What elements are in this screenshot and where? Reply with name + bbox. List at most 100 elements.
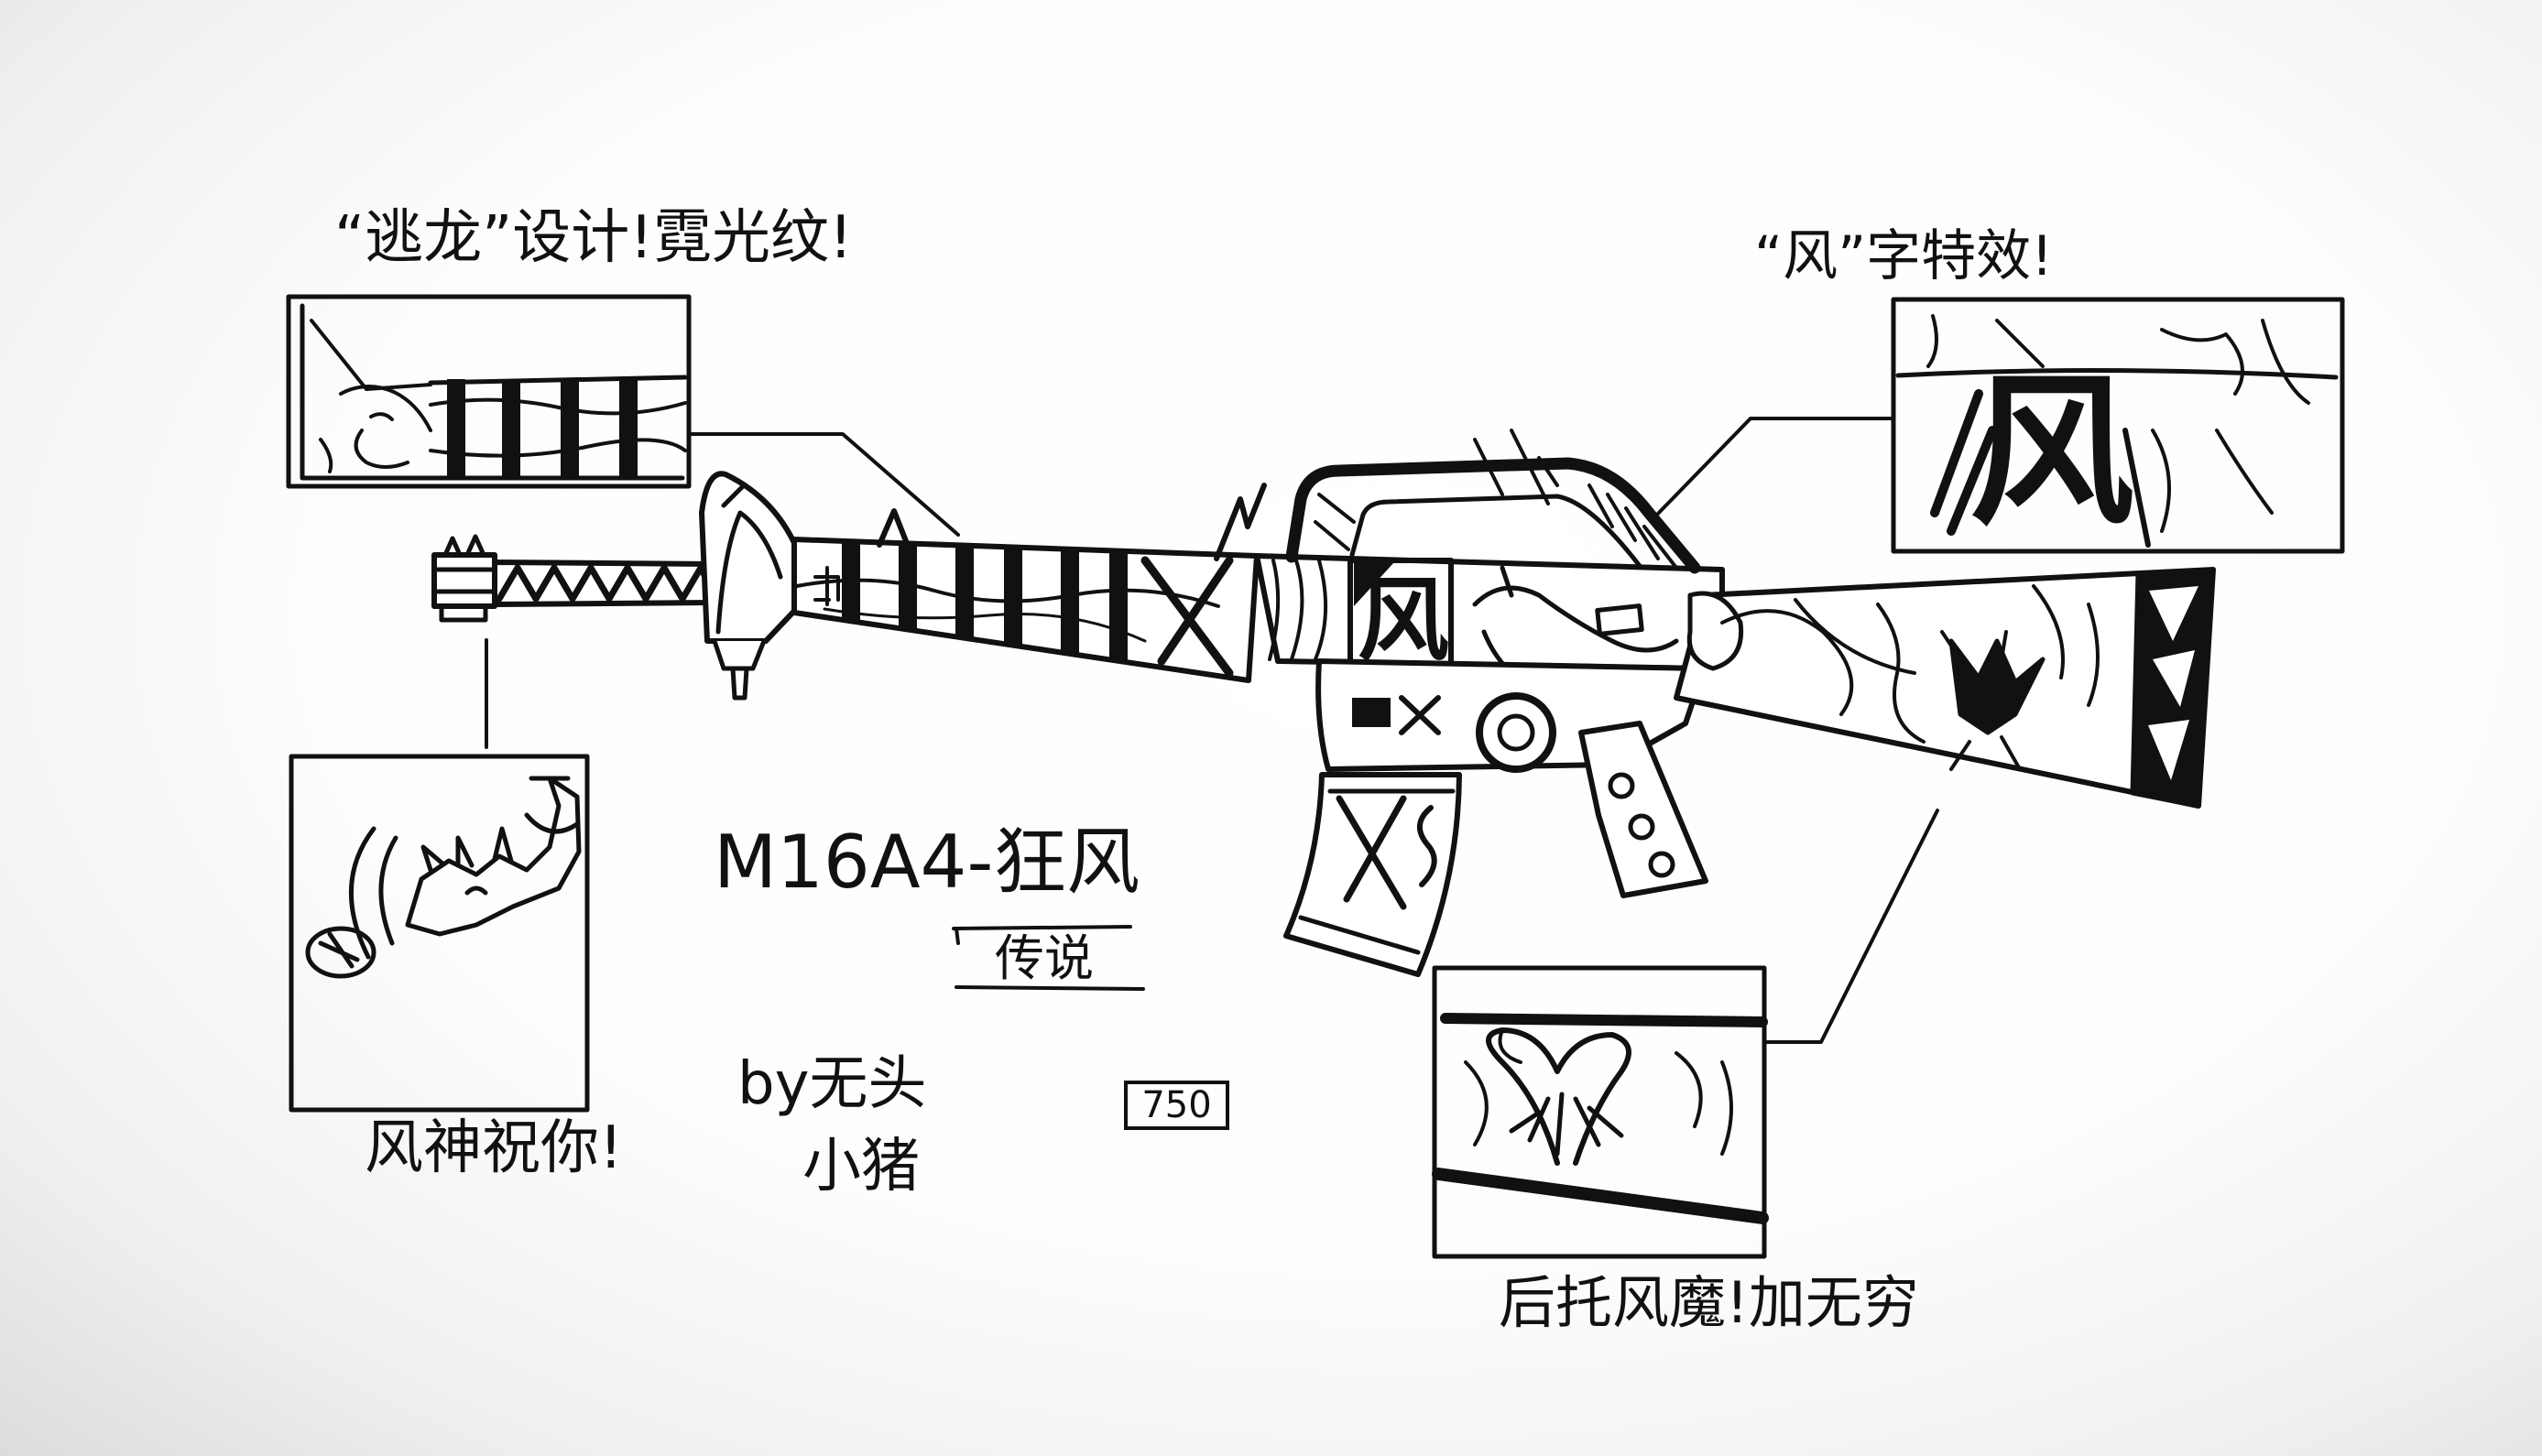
magazine-x-mark (1336, 795, 1407, 910)
front-sight-curve (715, 510, 783, 635)
callout-box-muzzle (289, 754, 590, 1113)
wind-swirl-lines (1926, 314, 2310, 533)
handguard-wave-line (795, 578, 1220, 608)
butt-plate-triangle (2149, 586, 2198, 641)
trigger-guard (1476, 692, 1556, 773)
barrel (492, 560, 719, 607)
callout-horizon-line (1895, 367, 2339, 380)
flash-hider-base (439, 603, 488, 623)
grip-dot (1608, 772, 1635, 799)
grip-dot (1648, 851, 1675, 878)
handguard-stripe (955, 546, 974, 638)
wind-slash (1930, 389, 1997, 536)
muzzle-note: 风神祝你! (365, 1114, 623, 1182)
flash-hider (431, 534, 497, 623)
wind-glyph-receiver: 风 (1358, 567, 1449, 674)
wind-demon-spikes (1509, 1092, 1624, 1157)
stock (1674, 567, 2216, 809)
rarity-overline (952, 925, 1132, 930)
carry-handle (1285, 429, 1701, 574)
handguard-wave-line (823, 607, 1147, 643)
callout-wave-line (429, 397, 687, 416)
skin-title: M16A4-狂风 (714, 820, 1140, 905)
front-sight-post (730, 666, 749, 701)
lower-receiver-box (1352, 698, 1391, 727)
stock-demon-spikes (1940, 630, 2022, 771)
callout-frame (289, 754, 590, 1113)
callout-frame (1432, 965, 1767, 1259)
front-sight-body (699, 471, 802, 644)
callout-stripes (447, 378, 638, 476)
carry-handle-outer (1285, 457, 1701, 574)
lower-receiver-x (1399, 695, 1441, 735)
pistol-grip (1578, 721, 1708, 898)
handguard-stripe (1109, 551, 1128, 661)
butt-plate-triangle (2148, 720, 2189, 780)
flash-hider-prongs (442, 534, 486, 558)
dragon-eye (464, 886, 488, 896)
wind-demon-side-curves (1464, 1028, 1733, 1156)
muzzle-cylinder-detail (318, 931, 360, 969)
buffer-joint (1686, 591, 1744, 671)
magazine-s-mark (1417, 805, 1437, 887)
callout-box-handguard (286, 294, 692, 489)
sound-arcs (348, 826, 398, 960)
author-line-2: 小猪 (802, 1133, 920, 1201)
tag-box: 750 (1124, 1081, 1229, 1130)
callout-frame (286, 294, 692, 489)
callout-inner-border (300, 303, 685, 481)
leader-lines (485, 417, 1939, 1044)
rarity-label: 传说 (995, 929, 1094, 987)
wind-glyph-large: 风 (1969, 357, 2135, 549)
wind-demon-sketch (1486, 1027, 1631, 1166)
dragon-head-spikes (420, 826, 514, 873)
charging-handle (1595, 603, 1644, 636)
handguard-x-mark (1140, 556, 1234, 678)
handguard-body (791, 537, 1260, 683)
callout-stripe (619, 378, 638, 476)
leader-line-stock (1765, 809, 1939, 1044)
leader-line-handguard (687, 432, 960, 537)
flash-hider-rings (435, 567, 494, 594)
stock-detail-bottom-band (1432, 1168, 1769, 1224)
handguard-stripe (1061, 549, 1079, 654)
handguard-note: “逃龙”设计!霓光纹! (334, 204, 853, 272)
butt-plate-triangle (2153, 650, 2195, 707)
muzzle-cylinder (305, 926, 376, 979)
callout-stripe (447, 379, 465, 476)
swirl-symbol (813, 566, 840, 606)
front-sight (699, 471, 802, 701)
callout-box-stock (1432, 965, 1769, 1259)
wind-effect-note: “风”字特效! (1754, 224, 2054, 288)
receiver-ink-patch (1354, 562, 1394, 606)
wind-stroke (2122, 428, 2151, 548)
rarity-left-tick (955, 927, 960, 945)
handguard-stripes (842, 541, 1128, 661)
rifle-sketch (431, 429, 2216, 977)
dragon-head-sketch (405, 776, 582, 937)
stock-note: 后托风魔!加无穷 (1499, 1269, 1919, 1336)
front-sight-block (712, 638, 767, 671)
trigger (1497, 713, 1535, 752)
callout-wave-line (429, 438, 687, 458)
carry-handle-slashes (1473, 429, 1559, 505)
dragon-horn-lines (524, 776, 580, 834)
dragon-head-doodle (310, 319, 432, 473)
magazine-bottom-band (1298, 915, 1421, 955)
leader-line-wind-effect (1652, 417, 1893, 520)
handguard-stripe (1004, 548, 1022, 646)
callout-stripe (561, 378, 579, 476)
carry-handle-inner (1349, 494, 1642, 569)
callout-frame (1891, 297, 2345, 554)
stock-detail-top-band (1440, 1013, 1768, 1027)
magazine-body (1283, 772, 1462, 977)
author-line-1: by无头 (737, 1050, 927, 1118)
front-sight-fin (721, 483, 747, 508)
dragon-spine (877, 508, 911, 549)
callout-box-wind-effect (1891, 297, 2345, 554)
receiver-curve-lines (1268, 559, 1328, 661)
flash-hider-body (431, 552, 497, 609)
pistol-grip-body (1578, 721, 1708, 898)
stripe-band-top (428, 375, 688, 386)
